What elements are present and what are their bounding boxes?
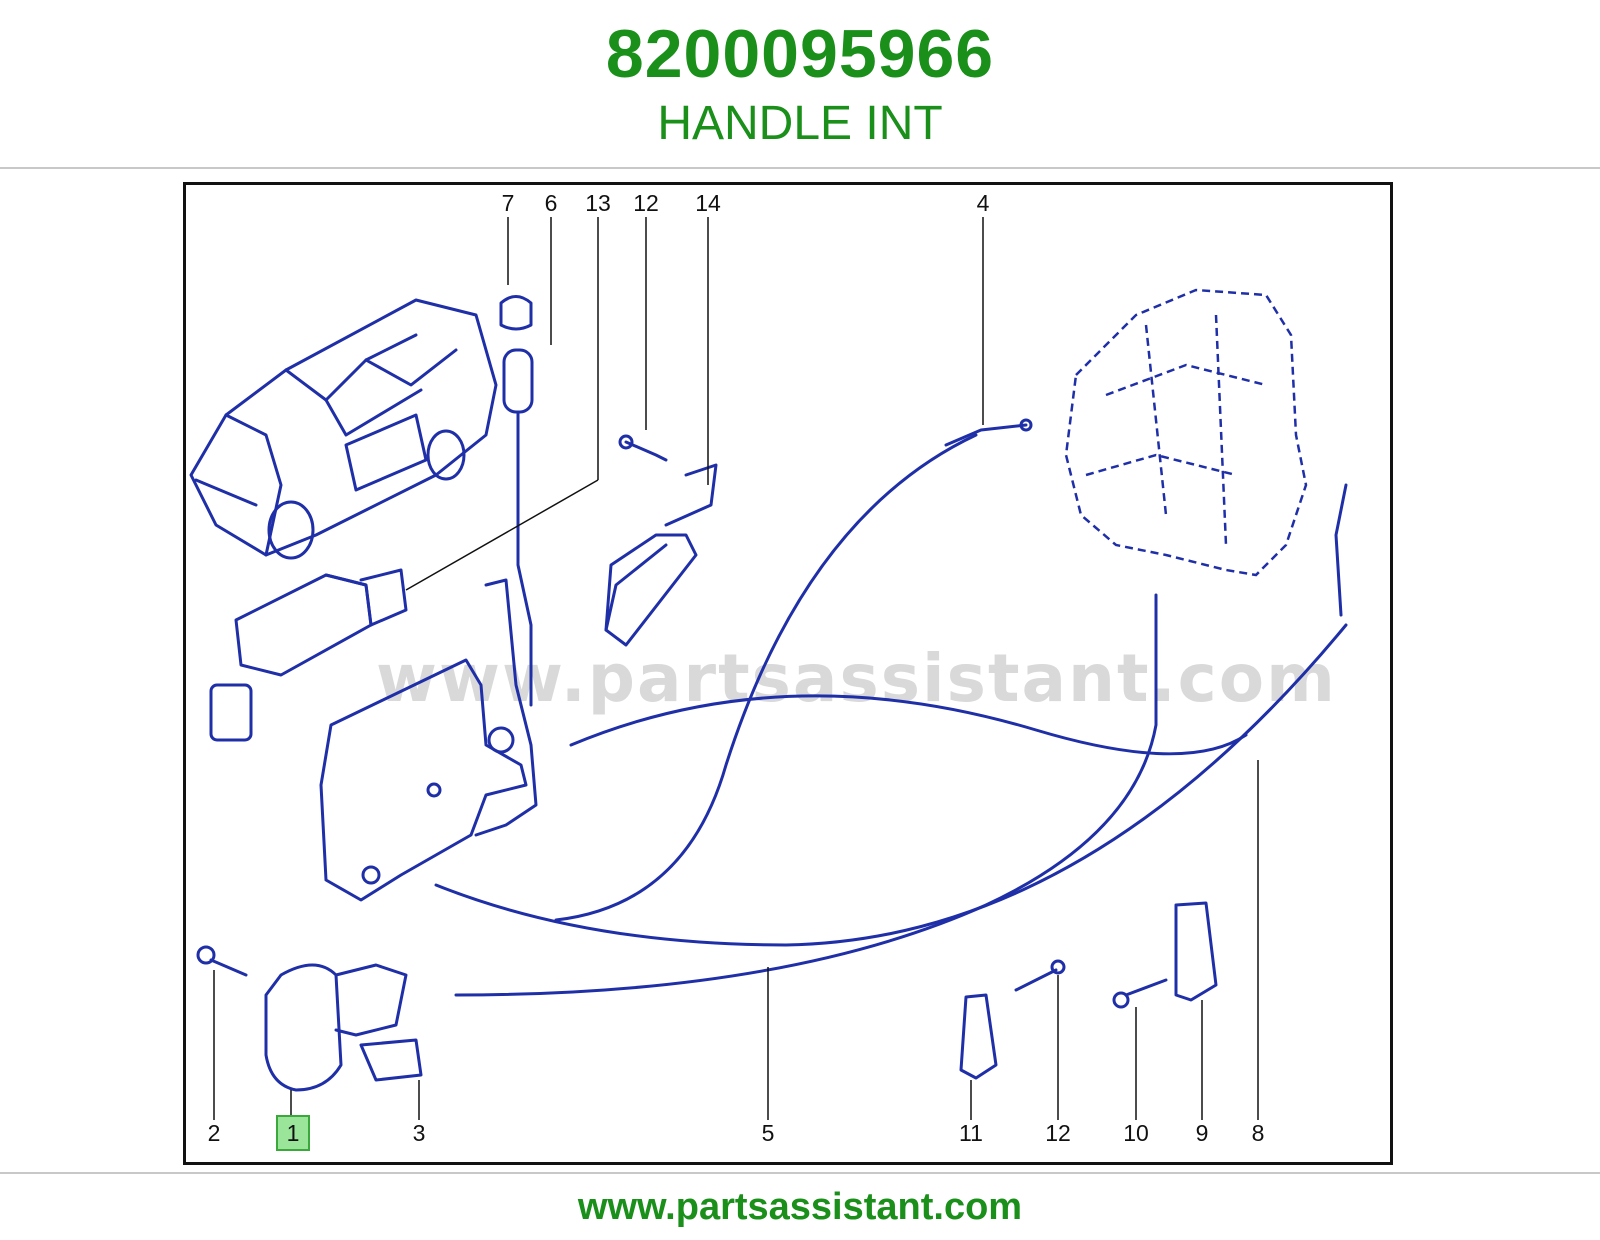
callout-4[interactable]: 4 xyxy=(976,190,990,216)
callout-1-selected[interactable]: 1 xyxy=(276,1115,310,1151)
diagram-drawing xyxy=(189,217,1348,1120)
callout-9[interactable]: 9 xyxy=(1195,1120,1209,1146)
item-4-cable-end xyxy=(944,418,1033,447)
item-12-screw-top xyxy=(618,434,668,462)
diagram-watermark: www.partsassistant.com xyxy=(376,640,1337,717)
item-8-cable xyxy=(454,483,1348,997)
parts-diagram: www.partsassistant.com xyxy=(183,182,1393,1165)
callout-5[interactable]: 5 xyxy=(761,1120,775,1146)
item-11-plate xyxy=(959,993,998,1080)
callout-7[interactable]: 7 xyxy=(501,190,515,216)
item-12-screw-bottom xyxy=(1014,959,1066,992)
item-10-screw xyxy=(1112,978,1168,1009)
footer-divider xyxy=(0,1172,1600,1174)
callout-leaders xyxy=(213,217,1259,1120)
callout-12-top[interactable]: 12 xyxy=(633,190,659,216)
item-14-bracket xyxy=(604,463,718,647)
callout-3[interactable]: 3 xyxy=(412,1120,426,1146)
item-13-actuator xyxy=(209,568,408,742)
item-6-knob-rod xyxy=(502,348,534,707)
callout-6[interactable]: 6 xyxy=(544,190,558,216)
item-9-plate xyxy=(1174,901,1218,1002)
callout-12-bottom[interactable]: 12 xyxy=(1045,1120,1071,1146)
callout-10[interactable]: 10 xyxy=(1123,1120,1149,1146)
callout-2[interactable]: 2 xyxy=(207,1120,221,1146)
lock-mechanism xyxy=(319,578,538,902)
part-number-title: 8200095966 xyxy=(605,16,995,92)
item-7-cap xyxy=(499,295,533,331)
item-1-interior-handle xyxy=(264,963,423,1092)
footer-url-link[interactable]: www.partsassistant.com xyxy=(577,1186,1023,1228)
item-2-screw xyxy=(196,945,248,977)
vehicle-illustration xyxy=(189,298,498,560)
item-5-cable xyxy=(434,433,1348,947)
callout-14[interactable]: 14 xyxy=(695,190,721,216)
door-lock-dashed xyxy=(1064,288,1308,577)
part-name-subtitle: HANDLE INT xyxy=(657,97,943,150)
callout-13[interactable]: 13 xyxy=(585,190,611,216)
callout-8[interactable]: 8 xyxy=(1251,1120,1265,1146)
header-divider xyxy=(0,167,1600,169)
callout-11[interactable]: 11 xyxy=(959,1120,983,1146)
